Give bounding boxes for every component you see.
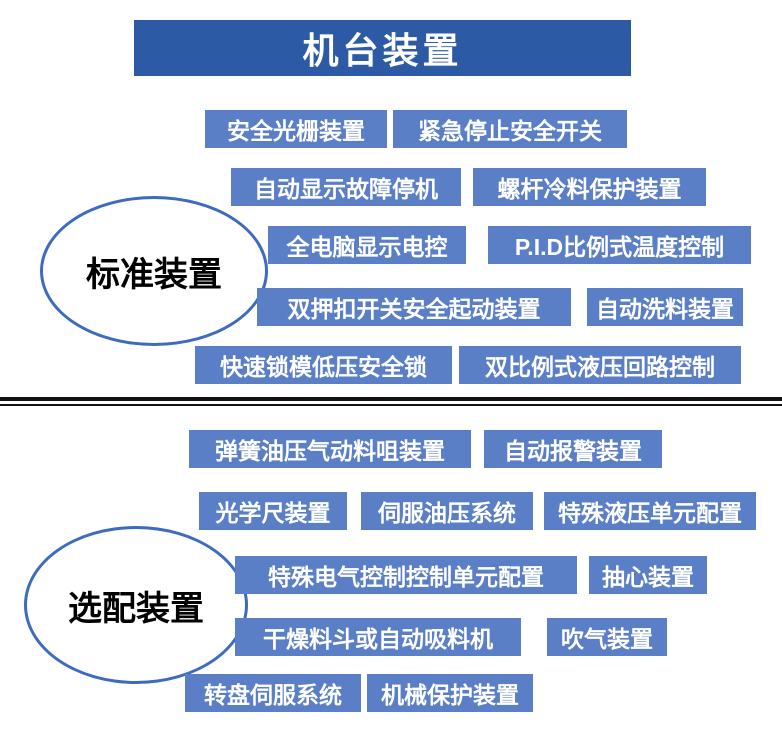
optional-item: 干燥料斗或自动吸料机: [235, 618, 521, 656]
standard-item: 双比例式液压回路控制: [459, 346, 741, 384]
standard-group-label: 标准装置: [86, 255, 222, 294]
optional-item: 吹气装置: [547, 618, 667, 656]
optional-item: 抽心装置: [589, 556, 707, 594]
standard-item: 自动显示故障停机: [231, 168, 461, 206]
optional-item: 机械保护装置: [367, 674, 533, 712]
optional-item: 自动报警装置: [484, 430, 662, 468]
standard-item: 双押扣开关安全起动装置: [257, 288, 571, 326]
standard-item: 全电脑显示电控: [268, 226, 466, 264]
optional-item: 特殊液压单元配置: [544, 492, 756, 530]
optional-item: 弹簧油压气动料咀装置: [189, 430, 471, 468]
optional-item: 特殊电气控制控制单元配置: [235, 556, 577, 594]
diagram-title: 机台装置: [134, 20, 631, 76]
optional-item: 转盘伺服系统: [185, 674, 361, 712]
optional-item: 伺服油压系统: [361, 492, 533, 530]
standard-item: 紧急停止安全开关: [393, 110, 627, 148]
optional-group-ellipse: 选配装置: [24, 526, 248, 684]
standard-item: 快速锁模低压安全锁: [195, 346, 452, 384]
standard-item: 螺杆冷料保护装置: [473, 168, 706, 206]
standard-item: P.I.D比例式温度控制: [488, 226, 751, 264]
standard-group-ellipse: 标准装置: [40, 196, 268, 346]
standard-item: 自动洗料装置: [587, 288, 743, 326]
section-divider: [0, 397, 782, 406]
optional-group-label: 选配装置: [68, 589, 204, 628]
optional-item: 光学尺装置: [199, 492, 347, 530]
standard-item: 安全光栅装置: [205, 110, 387, 148]
